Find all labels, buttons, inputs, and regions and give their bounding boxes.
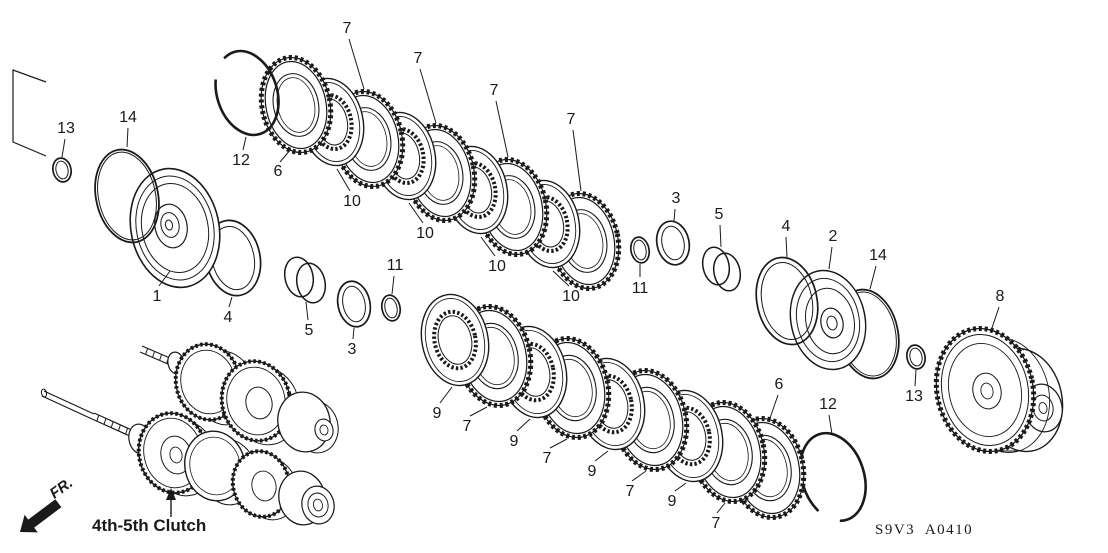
- part-11-ring: [380, 294, 402, 322]
- leader-line-6-3: [279, 148, 292, 163]
- part-number-12-2: 12: [232, 152, 250, 169]
- leader-line-1-12: [158, 270, 171, 287]
- leader-line-5-19: [719, 224, 722, 248]
- part-5-ring-pair: [701, 246, 742, 292]
- part-number-10-10: 10: [488, 258, 506, 275]
- part-number-3-18: 3: [672, 190, 681, 207]
- part-number-14-1: 14: [119, 109, 137, 126]
- parts-layer: [12, 49, 1064, 526]
- part-number-7-7: 7: [567, 111, 576, 128]
- leader-line-10-9: [408, 202, 424, 224]
- leader-line-7-4: [348, 38, 365, 90]
- part-number-4-20: 4: [782, 218, 791, 235]
- assembly-caption: 4th-5th Clutch: [92, 516, 206, 535]
- leader-line-10-10: [480, 236, 496, 257]
- part-number-7-31: 7: [626, 483, 635, 500]
- part-number-11-17: 11: [632, 280, 649, 297]
- callouts-layer: 1314126777710101010145311113542141389999…: [57, 20, 1004, 532]
- part-number-14-22: 14: [869, 247, 887, 264]
- leader-line-4-13: [228, 296, 233, 308]
- part-number-6-33: 6: [775, 376, 784, 393]
- part-3-ring: [336, 280, 372, 328]
- leader-line-12-34: [828, 414, 833, 435]
- part-9-disc: [420, 293, 490, 387]
- leader-line-7-29: [469, 406, 488, 417]
- leader-line-7-6: [495, 100, 509, 158]
- leader-line-9-26: [516, 418, 531, 432]
- part-1-clutch-drum: [129, 167, 221, 289]
- part-number-4-13: 4: [224, 309, 233, 326]
- part-number-10-8: 10: [343, 193, 361, 210]
- part-13-ring: [905, 344, 927, 370]
- part-number-7-32: 7: [712, 515, 721, 532]
- part-number-7-30: 7: [543, 450, 552, 467]
- part-number-5-14: 5: [305, 322, 314, 339]
- leader-line-7-5: [419, 68, 437, 124]
- leader-line-7-7: [572, 129, 582, 192]
- leader-line-8-24: [991, 306, 1000, 329]
- part-number-7-6: 7: [490, 82, 499, 99]
- part-number-9-27: 9: [588, 463, 597, 480]
- part-number-3-15: 3: [348, 341, 357, 358]
- fr-arrow-icon: [20, 499, 62, 533]
- part-number-13-23: 13: [905, 388, 923, 405]
- part-number-2-21: 2: [829, 228, 838, 245]
- part-number-7-29: 7: [463, 418, 472, 435]
- leader-line-10-8: [336, 168, 351, 192]
- leader-line-3-18: [673, 208, 676, 222]
- leader-line-7-32: [716, 502, 726, 514]
- leader-line-7-31: [631, 470, 647, 482]
- leader-line-10-11: [552, 270, 570, 287]
- leader-line-9-28: [674, 482, 687, 492]
- part-13-ring: [51, 157, 73, 183]
- part-5-ring-pair: [283, 256, 327, 304]
- part-14-ring: [94, 148, 160, 244]
- part-8-clutch-drum: [933, 326, 1064, 454]
- leader-line-11-16: [391, 275, 395, 295]
- part-number-10-9: 10: [416, 225, 434, 242]
- diagram-part-code: S9V3 A0410: [875, 522, 973, 538]
- leader-line-14-22: [869, 265, 877, 290]
- part-number-6-3: 6: [274, 163, 283, 180]
- leader-line-2-21: [828, 246, 833, 270]
- leader-line-4-20: [785, 236, 788, 258]
- part-number-12-34: 12: [819, 396, 837, 413]
- leader-line-14-1: [126, 127, 129, 148]
- leader-line-5-14: [305, 301, 309, 321]
- 4th-5th-clutch-assembly: [40, 342, 339, 526]
- part-11-ring: [629, 236, 651, 264]
- part-number-9-26: 9: [510, 433, 519, 450]
- leader-line-6-33: [768, 394, 779, 422]
- up-arrow-icon: [166, 488, 176, 500]
- leader-line-13-23: [914, 369, 917, 387]
- part-number-13-0: 13: [57, 120, 75, 137]
- part-number-7-4: 7: [343, 20, 352, 37]
- part-2-piston: [789, 269, 867, 371]
- part-number-10-11: 10: [562, 288, 580, 305]
- leader-line-7-30: [549, 438, 568, 449]
- part-number-7-5: 7: [414, 50, 423, 67]
- reference-bracket: [12, 69, 47, 157]
- part-12-snap-ring: [214, 49, 280, 137]
- leader-line-12-2: [242, 136, 247, 151]
- part-number-9-25: 9: [433, 405, 442, 422]
- part-number-5-19: 5: [715, 206, 724, 223]
- part-number-1-12: 1: [153, 288, 162, 305]
- part-6-plate: [258, 55, 334, 155]
- leader-line-9-27: [594, 450, 609, 462]
- part-number-9-28: 9: [668, 493, 677, 510]
- leader-line-3-15: [352, 327, 355, 340]
- part-3-ring: [655, 220, 691, 266]
- leader-line-9-25: [439, 386, 453, 404]
- part-4-ring: [755, 256, 819, 346]
- part-number-8-24: 8: [996, 288, 1005, 305]
- part-number-11-16: 11: [387, 257, 404, 274]
- assembly-pointer: [166, 488, 176, 517]
- leader-line-13-0: [61, 138, 66, 158]
